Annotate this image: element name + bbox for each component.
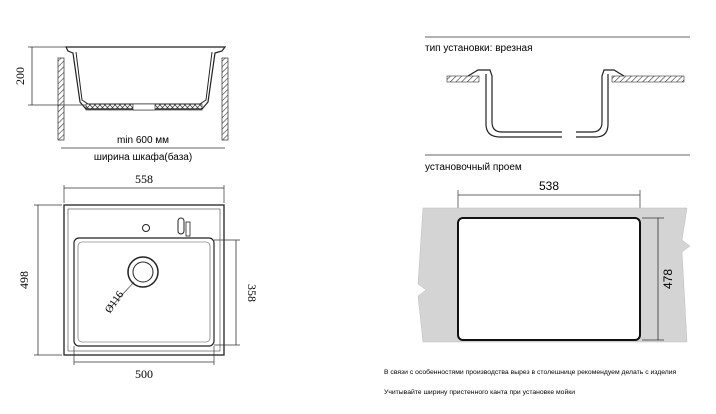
overflow: [177, 217, 185, 235]
cutout-outline: [457, 217, 641, 341]
install-type-section: тип установки: врезная: [425, 36, 690, 156]
width-dimension: 558: [135, 172, 153, 186]
install-type-label: тип установки: врезная: [425, 43, 533, 54]
bowl-depth-dimension: 358: [245, 284, 259, 302]
cutout-width-dimension: 538: [539, 179, 559, 193]
drain-outer: [127, 256, 159, 288]
depth-dimension: 498: [17, 271, 31, 289]
top-view: 558 Ø116 498 358 500: [17, 172, 259, 381]
drain-inner: [132, 261, 154, 283]
mounting-profile: [467, 69, 625, 133]
sink-profile: [65, 46, 227, 110]
cutout-label: установочный проем: [425, 162, 522, 173]
cutout-depth-dimension: 478: [661, 269, 675, 289]
cabinet-wall-left: [57, 57, 65, 141]
cutout-section: установочный проем 538 478 В связи с осо…: [384, 162, 691, 396]
bowl-width-dimension: 500: [135, 367, 153, 381]
side-view: 200 min 600 мм ширина шкафа(база): [13, 46, 229, 163]
min-width-label: min 600 мм: [117, 135, 169, 146]
sink-outline: [63, 204, 225, 356]
cabinet-wall-right: [221, 57, 229, 141]
height-dimension: 200: [13, 67, 27, 85]
cabinet-width-label: ширина шкафа(база): [94, 151, 192, 163]
faucet-hole: [142, 224, 150, 232]
note-cutout: В связи с особенностями производства выр…: [384, 368, 677, 376]
bowl-outline: [73, 237, 215, 347]
note-edge: Учитывайте ширину пристенного канта при …: [384, 388, 575, 396]
